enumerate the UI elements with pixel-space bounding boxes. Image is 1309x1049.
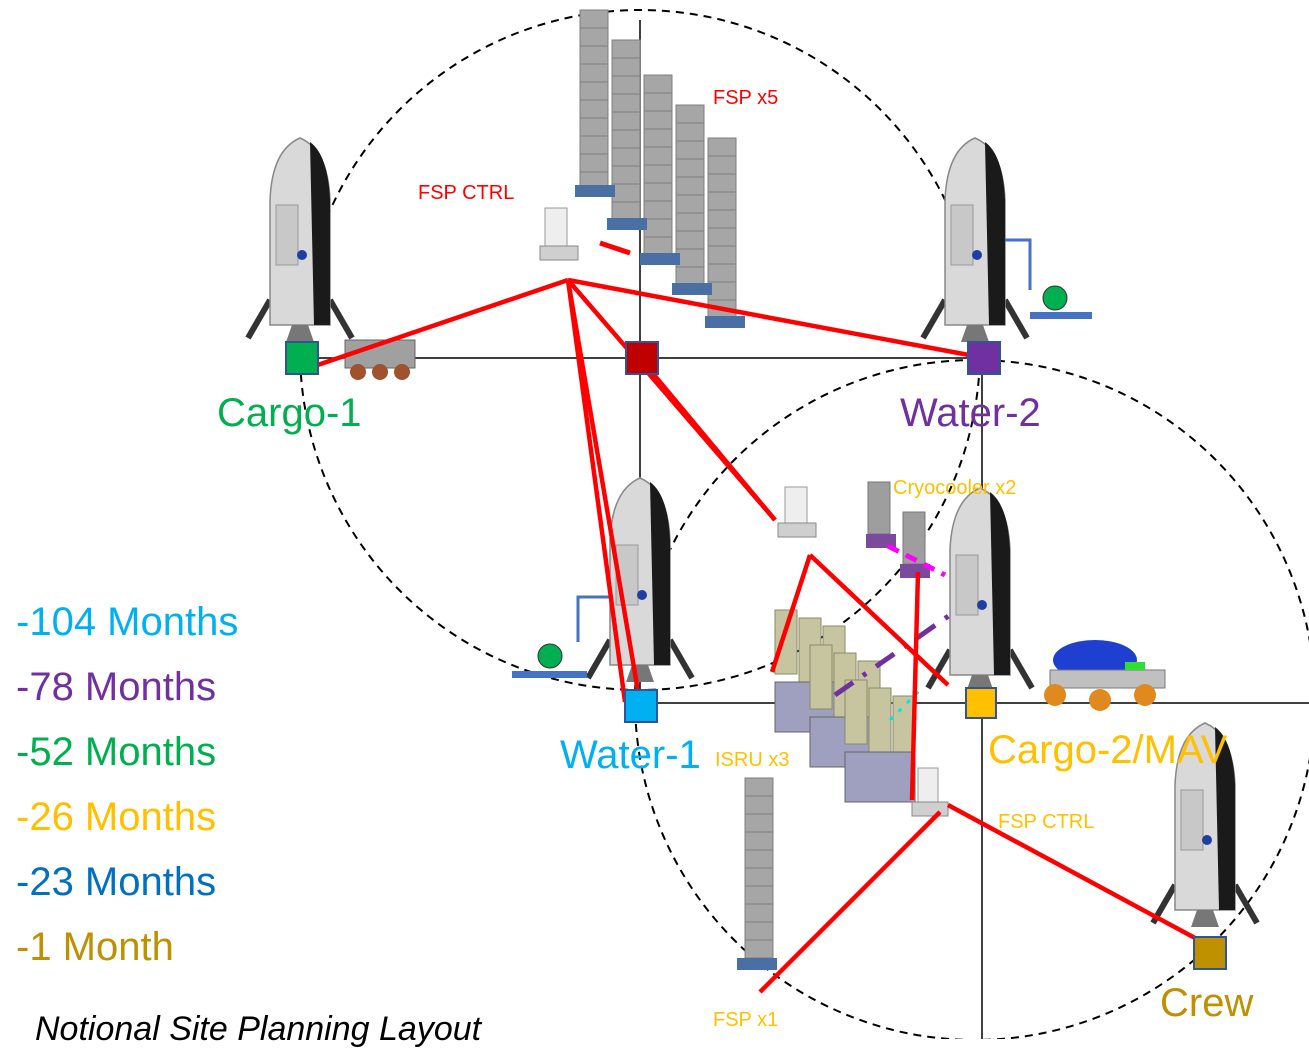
label-fsp-ctrl-top: FSP CTRL bbox=[418, 182, 515, 204]
timeline-legend: -104 Months -78 Months -52 Months -26 Mo… bbox=[16, 600, 238, 990]
label-water2: Water-2 bbox=[900, 391, 1041, 435]
timeline-entry: -78 Months bbox=[16, 665, 217, 709]
timeline-entry: -26 Months bbox=[16, 795, 217, 839]
site-marker-cargo2 bbox=[965, 687, 997, 719]
site-marker-water1 bbox=[624, 689, 658, 723]
timeline-entry: -104 Months bbox=[16, 600, 239, 644]
label-cargo2: Cargo-2/MAV bbox=[988, 728, 1228, 772]
water-extraction-unit-south bbox=[512, 595, 610, 678]
label-fsp-x5: FSP x5 bbox=[713, 87, 779, 109]
label-water1: Water-1 bbox=[560, 733, 701, 777]
lander-cargo1 bbox=[248, 138, 352, 342]
power-cables bbox=[302, 277, 1197, 994]
site-marker-fsp-hub bbox=[625, 341, 659, 375]
site-marker-crew bbox=[1193, 936, 1227, 970]
timeline-entry: -52 Months bbox=[16, 730, 217, 774]
isru-units bbox=[774, 609, 916, 803]
label-crew: Crew bbox=[1160, 981, 1254, 1025]
caption: Notional Site Planning Layout bbox=[35, 1010, 482, 1048]
fsp-ctrl-top-unit bbox=[539, 207, 579, 261]
site-marker-water2 bbox=[967, 341, 1001, 375]
cryocooler-units bbox=[866, 481, 930, 578]
site-marker-cargo1 bbox=[285, 341, 319, 375]
fsp-ctrl-middle-unit bbox=[777, 486, 817, 538]
label-cargo1: Cargo-1 bbox=[217, 391, 362, 435]
label-fsp-x1: FSP x1 bbox=[713, 1009, 779, 1031]
label-cryocooler: Cryocooler x2 bbox=[893, 477, 1017, 499]
label-fsp-ctrl-bottom: FSP CTRL bbox=[998, 811, 1095, 833]
fsp-x5-array bbox=[575, 9, 745, 328]
fsp-x1-array bbox=[737, 777, 777, 970]
fsp-ctrl-bottom-unit bbox=[911, 767, 949, 817]
mav-rover bbox=[1044, 640, 1166, 711]
label-isru: ISRU x3 bbox=[715, 749, 790, 771]
water-extraction-unit-north bbox=[1005, 238, 1092, 319]
timeline-entry: -1 Month bbox=[16, 925, 174, 969]
lander-water1 bbox=[588, 478, 692, 682]
lander-cargo2 bbox=[928, 488, 1032, 692]
timeline-entry: -23 Months bbox=[16, 860, 217, 904]
